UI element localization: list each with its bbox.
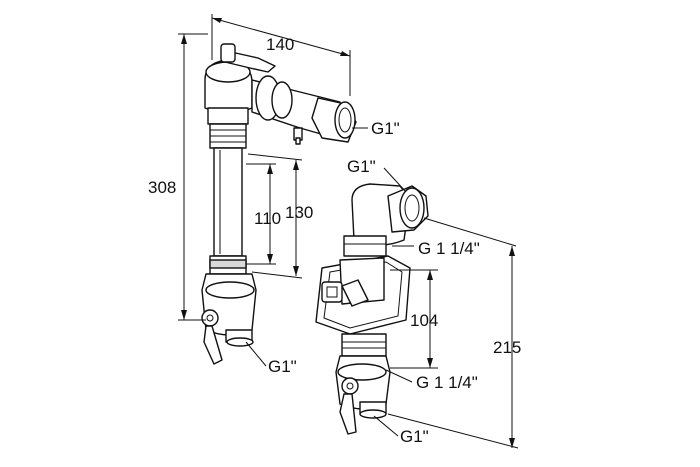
left-pipe-assembly — [201, 43, 357, 365]
dimension-lines — [178, 14, 519, 449]
left-bottom-thread-label: G1" — [268, 357, 297, 376]
right-bottom-thread-label: G1" — [400, 427, 429, 446]
dimension-140-label: 140 — [266, 35, 294, 54]
right-pipe-assembly — [315, 183, 429, 435]
dimension-104-label: 104 — [410, 311, 438, 330]
dimension-308-label: 308 — [148, 178, 176, 197]
dimension-215-label: 215 — [493, 338, 521, 357]
right-top-inlet-thread-label: G1" — [347, 157, 376, 176]
dimension-110-label: 110 — [254, 209, 281, 228]
leader-lines — [245, 127, 414, 437]
right-upper-thread-label: G 1 1/4" — [418, 239, 480, 258]
top-outlet-thread-label: G1" — [371, 119, 400, 138]
right-lower-thread-label: G 1 1/4" — [416, 373, 478, 392]
dimension-130-label: 130 — [285, 203, 313, 222]
